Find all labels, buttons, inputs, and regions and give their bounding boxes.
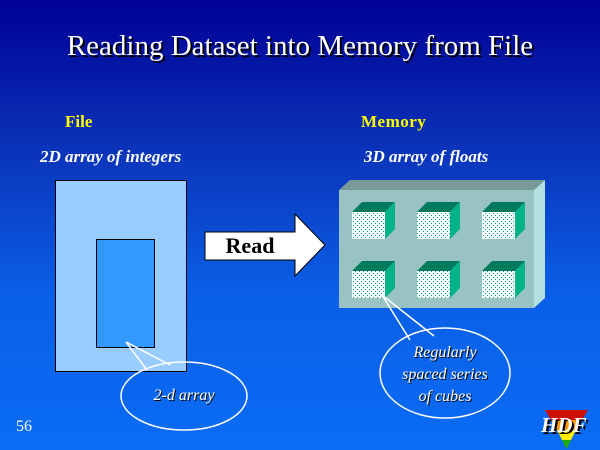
memory-cube [417, 202, 460, 239]
memory-callout-text: Regularly spaced series of cubes [380, 342, 510, 408]
file-callout-text: 2-d array [153, 387, 215, 404]
memory-cube [482, 202, 525, 239]
hdf-logo-icon [545, 410, 588, 449]
memory-cube [352, 261, 395, 298]
file-subarray [96, 239, 155, 348]
memory-subheading: 3D array of floats [364, 147, 489, 166]
slide-title: Reading Dataset into Memory from File [66, 30, 534, 62]
memory-cube [482, 261, 525, 298]
read-arrow [204, 212, 326, 278]
memory-heading: Memory [361, 112, 427, 131]
hdf-logo-text: HDF [541, 413, 587, 437]
file-heading: File [65, 112, 93, 131]
read-arrow-label: Read [225, 233, 275, 258]
memory-callout-line: Regularly [413, 344, 477, 361]
memory-cube [417, 261, 460, 298]
memory-callout-line: spaced series [402, 366, 488, 383]
page-number: 56 [16, 418, 32, 435]
memory-callout [379, 294, 511, 419]
file-callout [120, 341, 248, 431]
memory-cube [352, 202, 395, 239]
memory-callout-line: of cubes [418, 388, 472, 405]
file-subheading: 2D array of integers [40, 147, 182, 166]
